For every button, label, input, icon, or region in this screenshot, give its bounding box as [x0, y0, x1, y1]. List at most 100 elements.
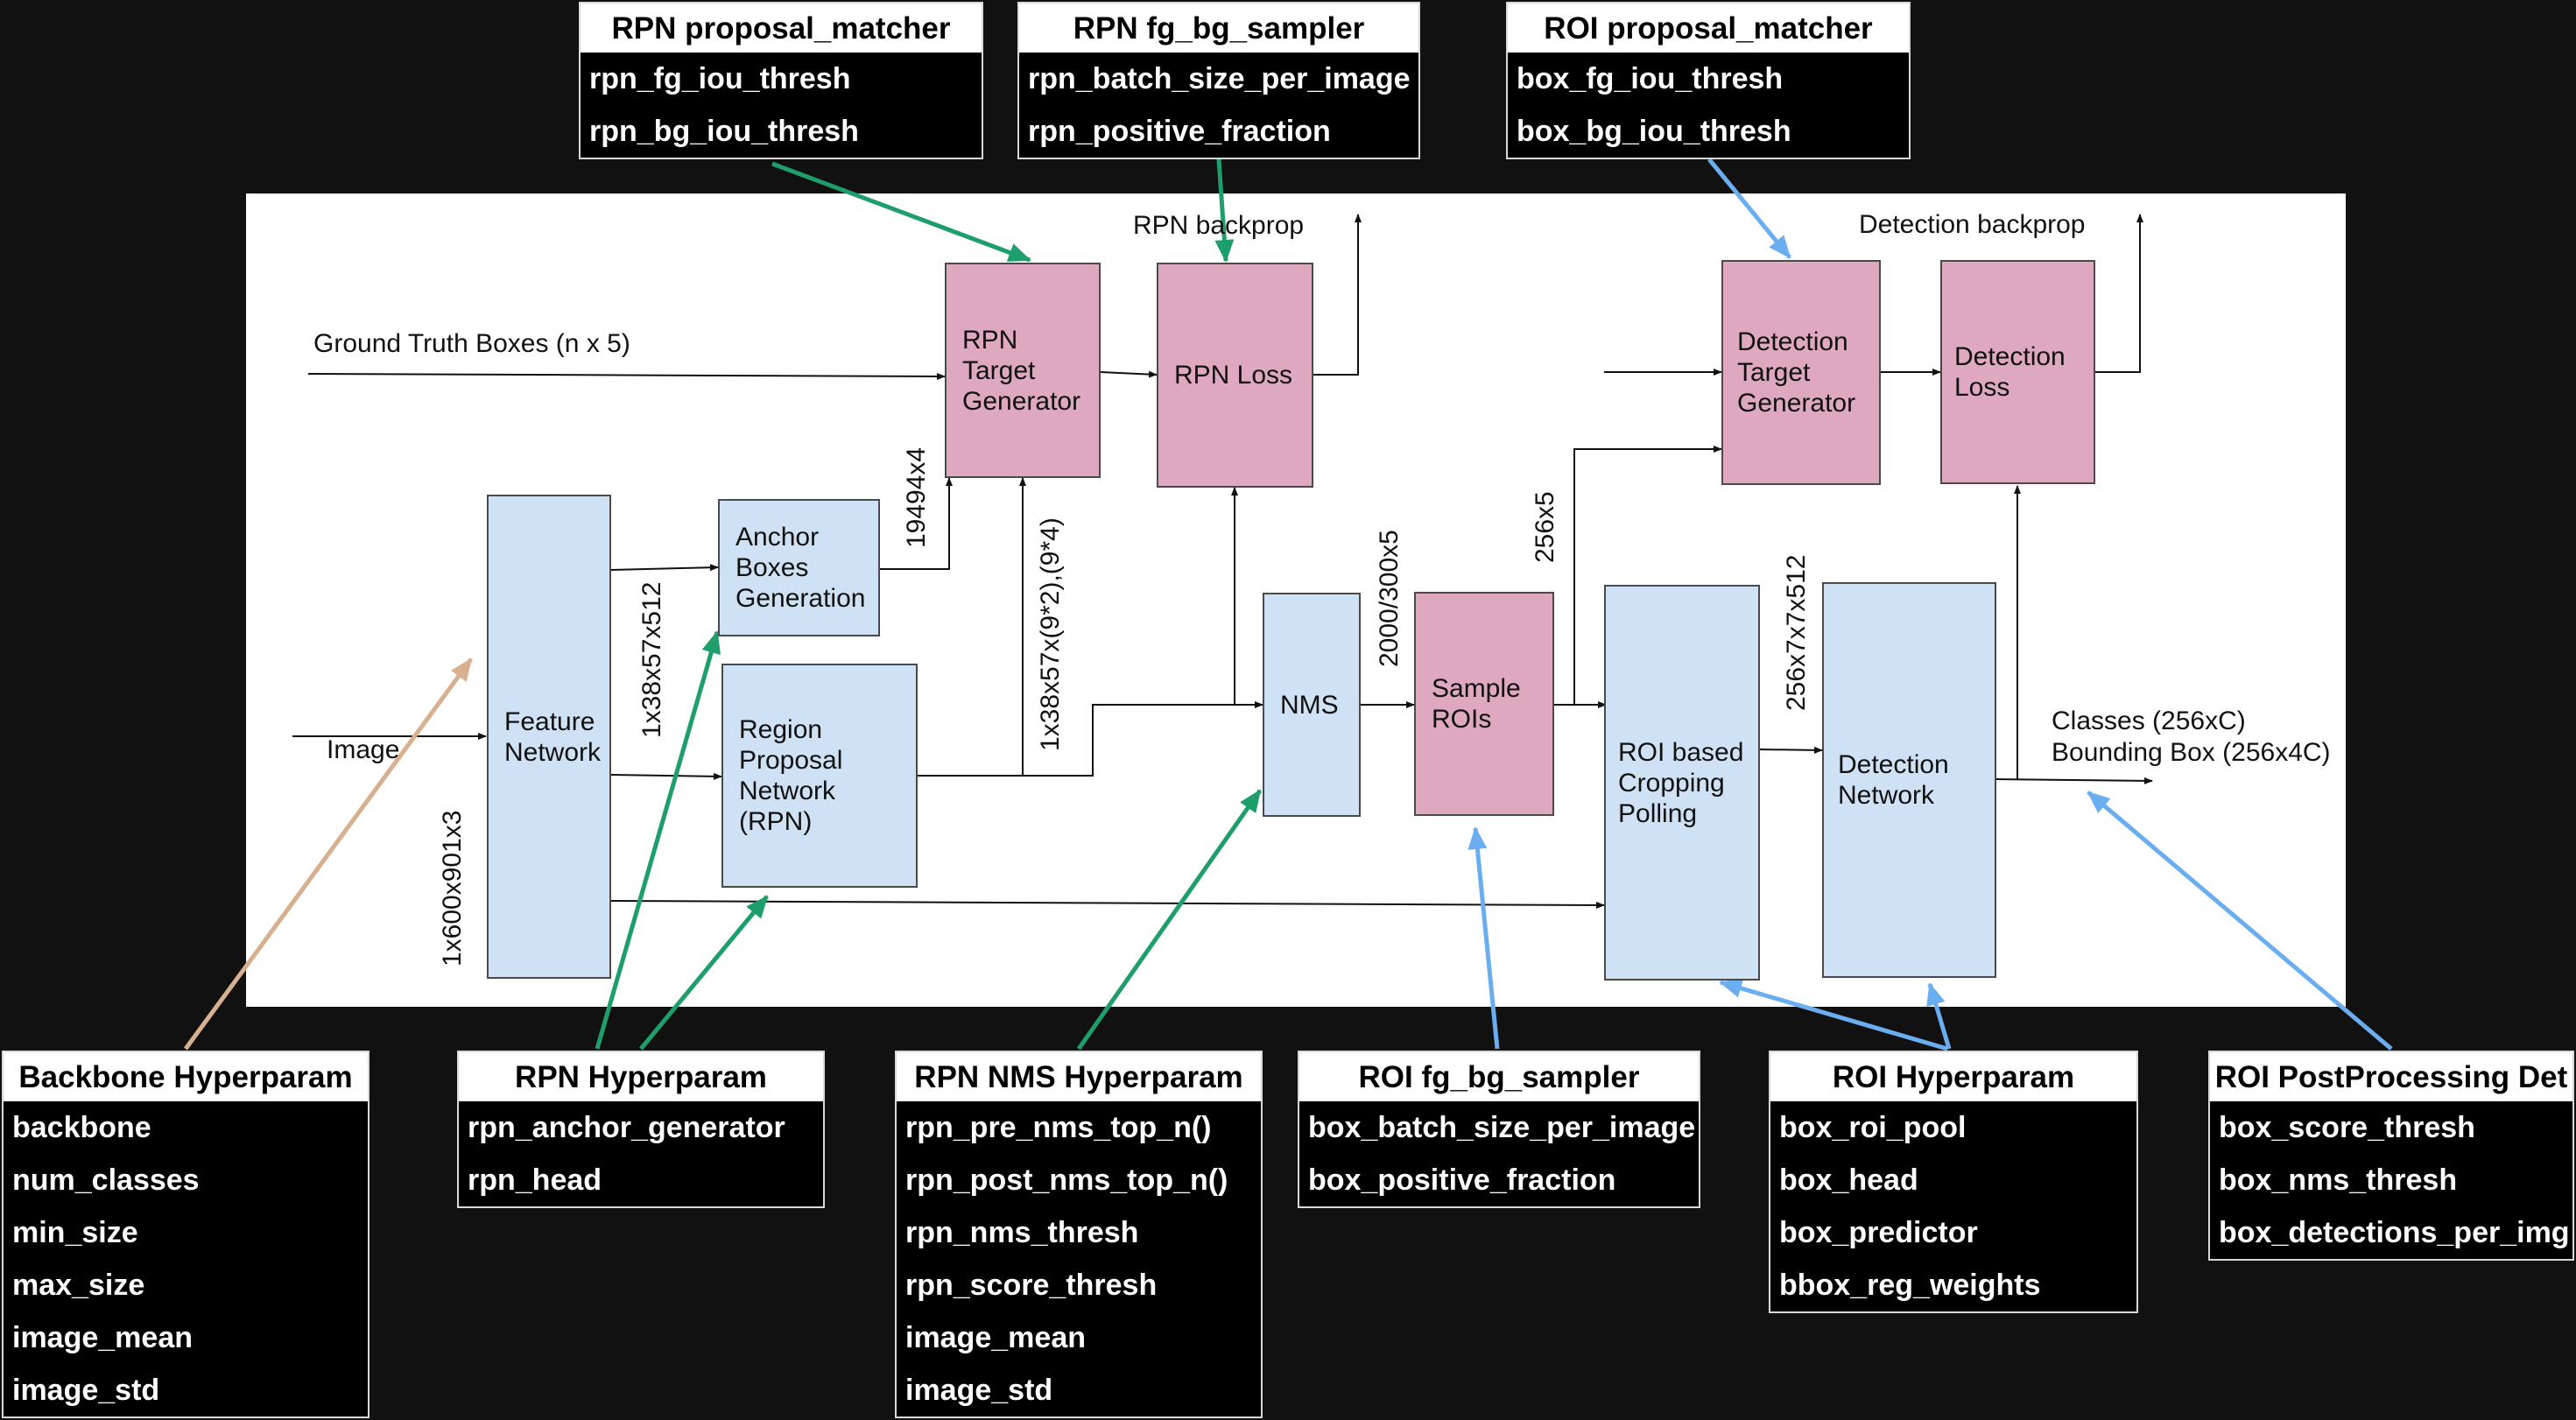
- outputs-label: Classes (256xC) Bounding Box (256x4C): [2052, 706, 2331, 767]
- hyperparam-backbone: Backbone Hyperparam backbone num_classes…: [2, 1051, 370, 1418]
- hyperparam-item: rpn_pre_nms_top_n(): [905, 1111, 1212, 1144]
- rpn-backprop-label: RPN backprop: [1133, 211, 1305, 240]
- hyperparam-item: box_roi_pool: [1779, 1111, 1967, 1144]
- rpn-nms-line: [918, 701, 1263, 777]
- det-backprop-line: [2095, 214, 2143, 373]
- pointer-backbone: [183, 657, 474, 1051]
- hyperparam-rpn: RPN Hyperparam rpn_anchor_generator rpn_…: [457, 1051, 825, 1208]
- hyperparam-item: box_predictor: [1779, 1216, 1978, 1249]
- hyperparam-item: box_bg_iou_thresh: [1517, 115, 1791, 148]
- dim-image-label: 1x600x901x3: [438, 810, 467, 967]
- hyperparam-title: RPN fg_bg_sampler: [1019, 4, 1418, 53]
- hyperparam-title: Backbone Hyperparam: [4, 1052, 368, 1101]
- hyperparam-roi-postprocessing: ROI PostProcessing Det box_score_thresh …: [2208, 1051, 2574, 1261]
- hyperparam-item: min_size: [12, 1216, 138, 1249]
- anchor-boxes-label: Anchor Boxes Generation: [735, 523, 866, 613]
- hyperparam-item: rpn_post_nms_top_n(): [905, 1163, 1228, 1197]
- detection-loss-block: Detection Loss: [1940, 260, 2095, 484]
- rpn-backprop-line: [1313, 214, 1362, 376]
- hyperparam-rpn-nms: RPN NMS Hyperparam rpn_pre_nms_top_n() r…: [895, 1051, 1263, 1418]
- nms-label: NMS: [1280, 690, 1339, 720]
- hyperparam-rpn-fg-bg-sampler: RPN fg_bg_sampler rpn_batch_size_per_ima…: [1017, 2, 1420, 159]
- feature-network-block: Feature Network: [487, 495, 611, 979]
- hyperparam-item: max_size: [12, 1269, 145, 1302]
- hyperparam-title: ROI Hyperparam: [1770, 1052, 2136, 1101]
- rpn-target-label: RPN Target Generator: [962, 325, 1081, 416]
- hyperparam-item: image_std: [12, 1374, 160, 1407]
- hyperparam-item: bbox_reg_weights: [1779, 1269, 2041, 1302]
- pointer-rpn-net: [639, 895, 769, 1051]
- hyperparam-item: box_batch_size_per_image: [1308, 1111, 1696, 1144]
- hyperparam-item: box_nms_thresh: [2219, 1163, 2458, 1197]
- sample-rois-label: Sample ROIs: [1432, 674, 1521, 734]
- pointer-roi-matcher: [1707, 158, 1791, 259]
- pointer-roi-crop: [1719, 979, 1948, 1051]
- pointer-nms: [1076, 789, 1263, 1051]
- target-loss-line: [1100, 370, 1158, 378]
- hyperparam-item: image_mean: [12, 1321, 193, 1354]
- pointer-sample: [1467, 826, 1500, 1050]
- hyperparam-item: box_fg_iou_thresh: [1517, 62, 1784, 95]
- rpn-label: Region Proposal Network (RPN): [739, 715, 843, 836]
- hyperparam-item: rpn_head: [468, 1163, 602, 1197]
- ground-truth-label: Ground Truth Boxes (n x 5): [313, 329, 630, 358]
- roi-crop-block: ROI based Cropping Polling: [1604, 585, 1760, 981]
- hyperparam-item: rpn_nms_thresh: [905, 1216, 1139, 1249]
- hyperparam-item: box_head: [1779, 1163, 1918, 1197]
- pointer-rpn-matcher: [771, 161, 1031, 263]
- pointer-postproc: [2087, 791, 2393, 1051]
- rpn-loss-block: RPN Loss: [1157, 263, 1313, 488]
- hyperparam-rpn-proposal-matcher: RPN proposal_matcher rpn_fg_iou_thresh r…: [579, 2, 983, 159]
- sample-rois-block: Sample ROIs: [1414, 592, 1554, 816]
- hyperparam-item: image_mean: [905, 1321, 1086, 1354]
- pointer-roi-detnet: [1926, 982, 1952, 1050]
- hyperparam-title: RPN proposal_matcher: [581, 4, 982, 53]
- dim-rpn-label: 1x38x57x(9*2),(9*4): [1036, 517, 1065, 751]
- hyperparam-item: rpn_positive_fraction: [1028, 115, 1331, 148]
- roi-crop-label: ROI based Cropping Polling: [1618, 737, 1744, 828]
- crop-detnet-line: [1759, 746, 1823, 754]
- nms-block: NMS: [1263, 593, 1361, 817]
- hyperparam-title: ROI PostProcessing Det: [2210, 1052, 2572, 1101]
- dim-nms-label: 2000/300x5: [1375, 530, 1404, 667]
- hyperparam-item: num_classes: [12, 1163, 200, 1197]
- hyperparam-title: RPN Hyperparam: [459, 1052, 823, 1101]
- detection-loss-label: Detection Loss: [1954, 342, 2066, 402]
- feature-network-label: Feature Network: [504, 706, 602, 767]
- hyperparam-title: ROI proposal_matcher: [1508, 4, 1909, 53]
- detection-network-block: Detection Network: [1822, 582, 1996, 978]
- feature-anchor-line: [610, 564, 719, 572]
- dim-sample-label: 256x5: [1531, 491, 1559, 563]
- hyperparam-item: image_std: [905, 1374, 1053, 1407]
- hyperparam-title: ROI fg_bg_sampler: [1299, 1052, 1699, 1101]
- rpn-loss-label: RPN Loss: [1174, 361, 1293, 390]
- rpn-target-block: RPN Target Generator: [945, 263, 1101, 478]
- detection-backprop-label: Detection backprop: [1859, 210, 2086, 239]
- hyperparam-item: backbone: [12, 1111, 151, 1144]
- detection-target-label: Detection Target Generator: [1737, 327, 1856, 418]
- hyperparam-item: box_detections_per_img: [2219, 1216, 2570, 1249]
- dim-crop-label: 256x7x7x512: [1782, 554, 1811, 711]
- anchor-boxes-block: Anchor Boxes Generation: [718, 499, 880, 636]
- hyperparam-roi-fg-bg-sampler: ROI fg_bg_sampler box_batch_size_per_ima…: [1298, 1051, 1700, 1208]
- dim-feature-label: 1x38x57x512: [637, 581, 666, 738]
- hyperparam-item: rpn_batch_size_per_image: [1028, 62, 1411, 95]
- gt-line: [307, 372, 946, 380]
- detection-network-label: Detection Network: [1838, 750, 1949, 810]
- dim-anchors-label: 19494x4: [902, 446, 931, 548]
- hyperparam-item: rpn_bg_iou_thresh: [589, 115, 859, 148]
- rpn-block: Region Proposal Network (RPN): [721, 664, 918, 888]
- sample-dettarget-line: [1573, 446, 1722, 705]
- hyperparam-roi-proposal-matcher: ROI proposal_matcher box_fg_iou_thresh b…: [1506, 2, 1911, 159]
- pointer-rpn-sampler: [1214, 158, 1235, 263]
- detnet-output-line: [1995, 777, 2153, 784]
- anchor-target-line: [880, 477, 953, 570]
- hyperparam-item: rpn_score_thresh: [905, 1269, 1158, 1302]
- pointer-rpn-anchor: [595, 630, 721, 1050]
- hyperparam-item: rpn_anchor_generator: [468, 1111, 785, 1144]
- image-label: Image: [327, 735, 400, 764]
- detection-target-block: Detection Target Generator: [1721, 260, 1881, 485]
- hyperparam-item: rpn_fg_iou_thresh: [589, 62, 851, 95]
